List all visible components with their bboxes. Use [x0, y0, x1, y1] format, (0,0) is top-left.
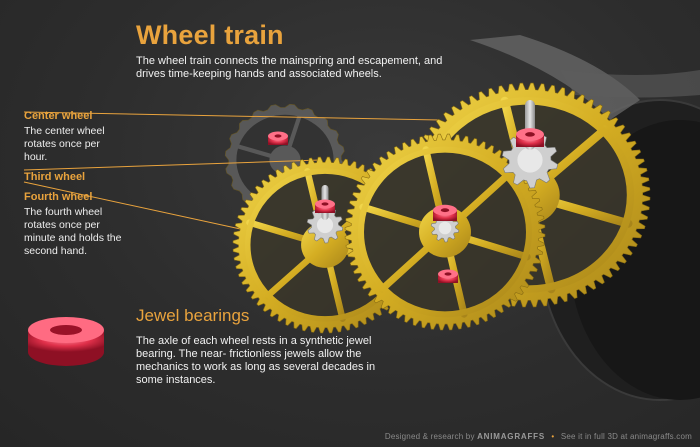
third-wheel-title: Third wheel: [24, 171, 86, 183]
footer-credit: Designed & research by ANIMAGRAFFS • See…: [385, 432, 692, 441]
bridge-arm-2: [560, 70, 700, 98]
bridge-arm: [470, 35, 640, 120]
center-wheel-jewel: [516, 128, 544, 147]
footer-credit-prefix: Designed & research by: [384, 432, 475, 441]
footer-link[interactable]: See it in full 3D at animagraffs.com: [560, 432, 692, 441]
fourth-wheel-title: Fourth wheel: [24, 191, 93, 203]
page-title: Wheel train: [136, 20, 284, 50]
escape-wheel-jewel: [268, 131, 288, 145]
footer-separator: •: [551, 432, 555, 441]
fourth-wheel-pinion: [306, 206, 344, 244]
third-wheel-lower-jewel: [438, 269, 458, 283]
page-description: The wheel train connects the mainspring …: [136, 55, 443, 80]
footer-brand: ANIMAGRAFFS: [477, 432, 545, 441]
fourth-wheel-jewel: [315, 199, 335, 213]
jewel-bearing-large: [28, 317, 104, 366]
third-wheel-jewel: [433, 204, 457, 221]
fourth-wheel-text: The fourth wheel rotates once per minute…: [24, 206, 122, 257]
jewel-bearings-text: The axle of each wheel rests in a synthe…: [136, 335, 376, 386]
center-wheel-text: The center wheel rotates once per hour.: [24, 125, 105, 163]
jewel-bearings-title: Jewel bearings: [136, 306, 250, 325]
center-wheel-title: Center wheel: [24, 110, 93, 122]
leader-lines: [23, 111, 441, 231]
